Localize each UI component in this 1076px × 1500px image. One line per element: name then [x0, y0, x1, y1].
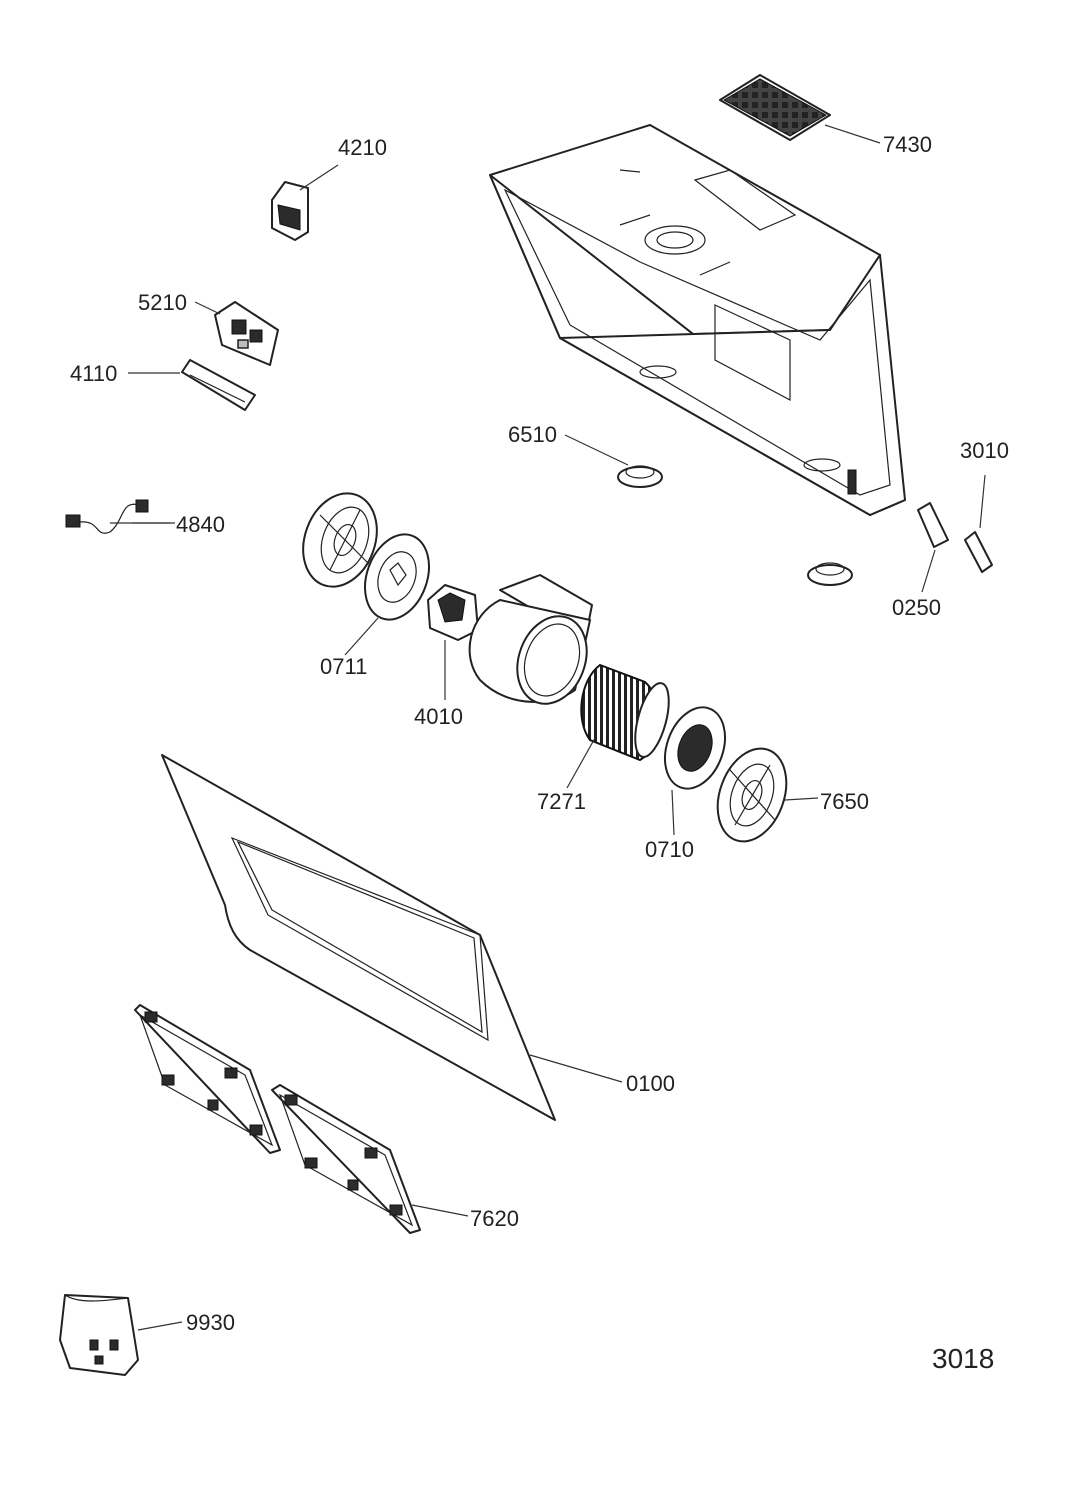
label-4840: 4840 [176, 512, 225, 537]
hood-body [489, 124, 906, 516]
part-7620-filters [134, 1004, 469, 1234]
label-4210: 4210 [338, 135, 387, 160]
label-0100: 0100 [626, 1071, 675, 1096]
part-0711-ring [344, 533, 430, 656]
label-0250: 0250 [892, 595, 941, 620]
part-9930-hardware-bag [59, 1294, 183, 1376]
part-fan-cover-left [302, 492, 378, 588]
part-7430-filter [719, 74, 881, 144]
part-labels: 7430 4210 5210 4110 6510 3010 4840 0250 … [70, 132, 1009, 1374]
part-4110-cover [128, 359, 256, 411]
part-4840-cable [65, 499, 175, 534]
part-0250-lamp [917, 502, 949, 593]
diagram-id: 3018 [932, 1343, 994, 1374]
part-7271-impeller [566, 663, 670, 789]
part-collar-2 [807, 562, 853, 586]
label-6510: 6510 [508, 422, 557, 447]
part-7650-fan-cover [716, 747, 819, 843]
part-4210-switch [271, 164, 339, 241]
label-4010: 4010 [414, 704, 463, 729]
label-0711: 0711 [320, 654, 367, 679]
part-5210-pcb [194, 301, 279, 366]
label-0710: 0710 [645, 837, 694, 862]
part-3010-knob [964, 474, 993, 573]
part-blower-housing [468, 574, 593, 705]
label-5210: 5210 [138, 290, 187, 315]
label-9930: 9930 [186, 1310, 235, 1335]
part-6510-collar [564, 434, 663, 488]
label-7271: 7271 [537, 789, 586, 814]
label-3010: 3010 [960, 438, 1009, 463]
label-7430: 7430 [883, 132, 932, 157]
label-7650: 7650 [820, 789, 869, 814]
label-4110: 4110 [70, 361, 117, 386]
part-0710-ring [664, 706, 726, 836]
part-0100-glass-panel [161, 754, 623, 1121]
label-7620: 7620 [470, 1206, 519, 1231]
